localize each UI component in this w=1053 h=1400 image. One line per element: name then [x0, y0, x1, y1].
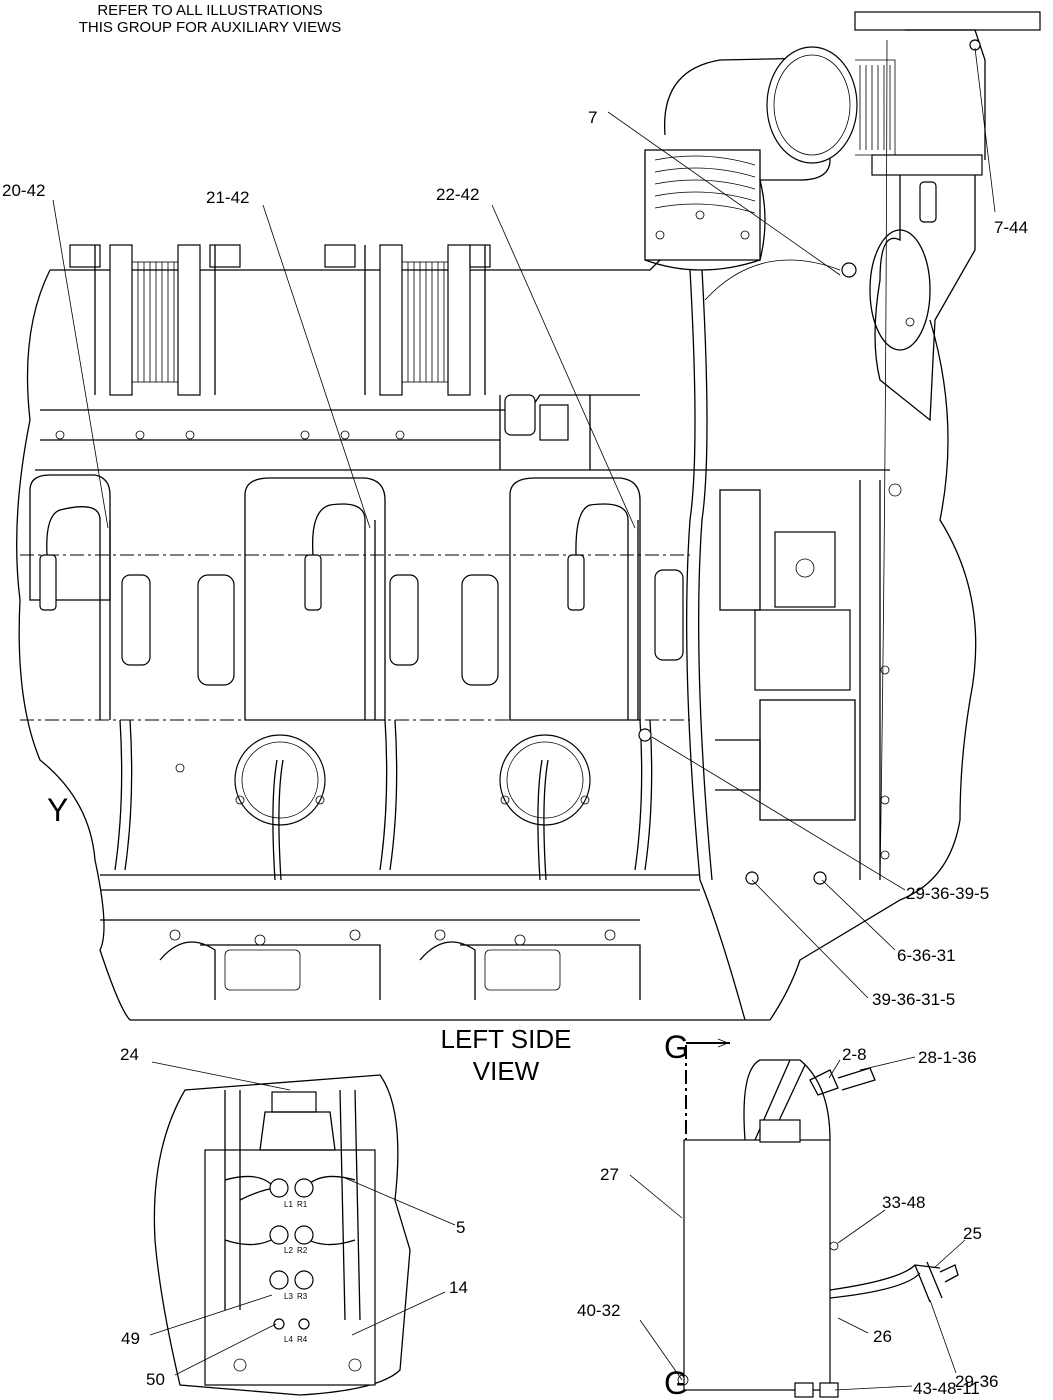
label-l2: L2 [284, 1246, 293, 1255]
header-note: REFER TO ALL ILLUSTRATIONS THIS GROUP FO… [40, 2, 380, 36]
label-r4: R4 [297, 1335, 308, 1344]
callout-24: 24 [120, 1045, 139, 1064]
callout-49: 49 [121, 1329, 140, 1348]
label-l4: L4 [284, 1335, 293, 1344]
callout-29-36: 29-36 [955, 1372, 998, 1391]
callout-33-48: 33-48 [882, 1193, 925, 1212]
callout-14: 14 [449, 1278, 468, 1297]
label-r1: R1 [297, 1200, 308, 1209]
section-label-g-top: G [664, 1029, 689, 1065]
callout-6-36-31: 6-36-31 [897, 946, 956, 965]
damper-covers [234, 734, 591, 881]
label-l1: L1 [284, 1200, 293, 1209]
callout-7: 7 [588, 108, 597, 127]
callout-7-44: 7-44 [994, 218, 1028, 237]
break-line-left [16, 269, 131, 1021]
callout-43-48-11: 43-48-11 [913, 1379, 980, 1398]
break-line-right [769, 319, 977, 1021]
callout-5: 5 [456, 1218, 465, 1237]
callout-20-42: 20-42 [2, 181, 45, 200]
bellows-left [69, 244, 241, 396]
cylinder-covers [29, 474, 641, 721]
callout-40-32: 40-32 [577, 1301, 620, 1320]
callout-2-8: 2-8 [842, 1045, 867, 1064]
label-l3: L3 [284, 1292, 293, 1301]
callout-21-42: 21-42 [206, 188, 249, 207]
callout-27: 27 [600, 1165, 619, 1184]
left-side-view-title-line1: LEFT SIDE [440, 1024, 571, 1054]
callout-26: 26 [873, 1327, 892, 1346]
exhaust-elbow [663, 11, 1041, 422]
header-note-line1: REFER TO ALL ILLUSTRATIONS [97, 2, 323, 19]
right-components [499, 394, 881, 880]
header-note-line2: THIS GROUP FOR AUXILIARY VIEWS [78, 19, 342, 36]
label-r3: R3 [297, 1292, 308, 1301]
callout-22-42: 22-42 [436, 185, 479, 204]
callout-39-36-31-5: 39-36-31-5 [872, 990, 955, 1009]
callout-25: 25 [963, 1224, 982, 1243]
section-g-g-view: G G 2-8 28-1-36 27 [577, 1029, 998, 1400]
wiring-harness [46, 39, 888, 881]
callout-28-1-36: 28-1-36 [918, 1048, 977, 1067]
injector-sensors [39, 554, 684, 686]
turbo-bellows [644, 149, 761, 271]
callout-50: 50 [146, 1370, 165, 1389]
engine-left-side-view: 7 7-44 20-42 21-42 22-42 29-36-39-5 6-36… [2, 11, 1041, 1021]
callout-29-36-39-5: 29-36-39-5 [906, 884, 989, 903]
view-label-y: Y [47, 792, 68, 828]
label-r2: R2 [297, 1246, 308, 1255]
bellows-middle [324, 244, 491, 396]
left-side-view-title-line2: VIEW [473, 1056, 540, 1086]
leader-lines [52, 47, 996, 999]
connector-detail-view: L1 R1 L2 R2 L3 R3 L4 R4 24 5 14 49 50 [120, 1045, 468, 1396]
oil-pan [159, 879, 746, 1021]
